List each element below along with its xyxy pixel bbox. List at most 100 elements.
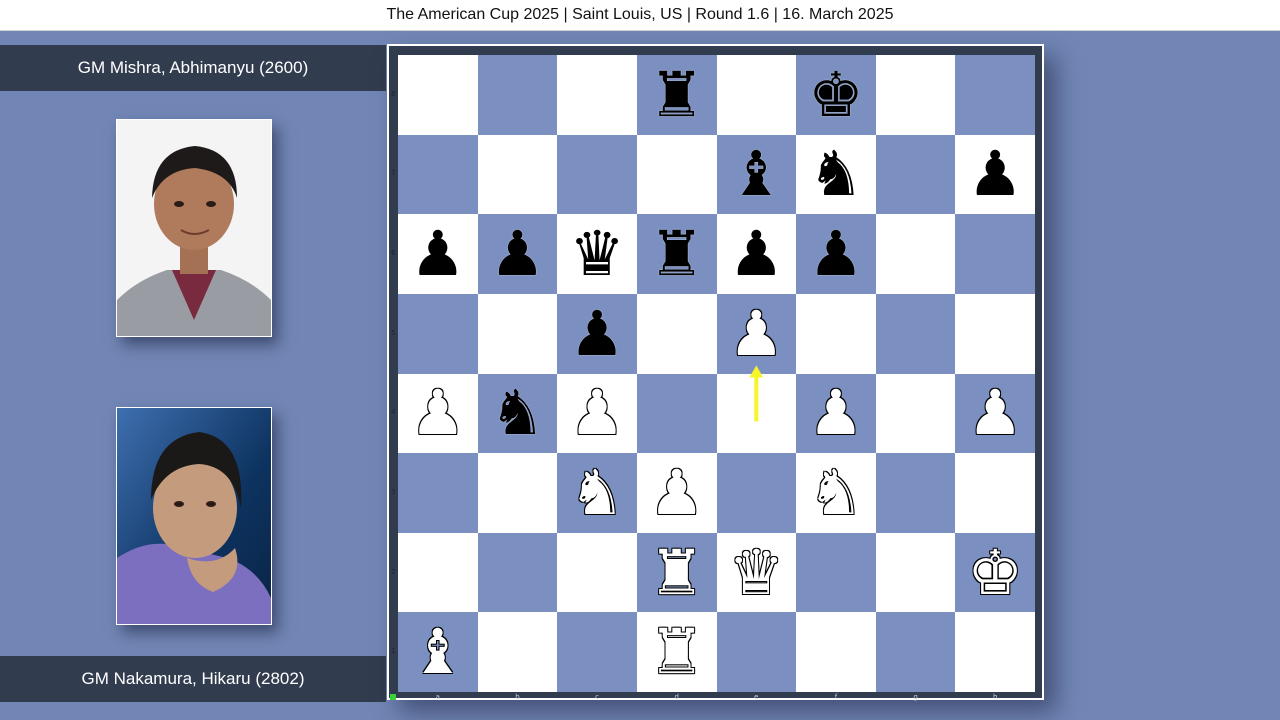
side-to-move-indicator — [390, 694, 396, 700]
square-b8[interactable] — [477, 55, 558, 135]
black-knight-b4[interactable]: ♞ — [489, 376, 546, 450]
square-d1[interactable] — [636, 612, 717, 692]
square-f3[interactable] — [796, 453, 876, 533]
square-g6[interactable] — [875, 214, 956, 294]
square-c3[interactable] — [557, 453, 637, 533]
white-pawn-a4[interactable]: ♟ — [410, 376, 466, 450]
white-pawn-c4[interactable]: ♟ — [569, 376, 625, 450]
file-label-e: e — [754, 693, 759, 701]
square-e5[interactable] — [716, 293, 797, 374]
square-e4[interactable] — [716, 373, 797, 454]
black-pawn-c5[interactable]: ♟ — [569, 296, 625, 370]
rank-label-2: 2 — [391, 567, 396, 576]
black-pawn-f6[interactable]: ♟ — [808, 217, 864, 291]
square-a7[interactable] — [398, 134, 478, 215]
square-e8[interactable] — [716, 55, 797, 135]
white-pawn-f4[interactable]: ♟ — [808, 376, 864, 450]
white-king-h2[interactable]: ♚ — [967, 535, 1023, 609]
square-a5[interactable] — [398, 293, 478, 374]
square-g7[interactable] — [875, 134, 956, 215]
square-h3[interactable] — [955, 453, 1035, 533]
square-f8[interactable] — [796, 55, 876, 135]
square-e2[interactable] — [716, 532, 797, 613]
rank-label-8: 8 — [391, 89, 396, 98]
square-h4[interactable] — [955, 373, 1035, 454]
square-e1[interactable] — [716, 612, 797, 692]
black-pawn-h7[interactable]: ♟ — [967, 137, 1023, 211]
white-pawn-d3[interactable]: ♟ — [648, 455, 705, 529]
black-rook-d6[interactable]: ♜ — [648, 217, 705, 291]
event-title: The American Cup 2025 | Saint Louis, US … — [386, 6, 894, 23]
square-d2[interactable] — [636, 532, 717, 613]
black-knight-f7[interactable]: ♞ — [808, 137, 864, 211]
square-a1[interactable] — [398, 612, 478, 692]
square-b6[interactable] — [477, 214, 558, 294]
square-b2[interactable] — [477, 532, 558, 613]
black-pawn-e6[interactable]: ♟ — [728, 217, 785, 291]
white-bishop-a1[interactable]: ♝ — [410, 615, 466, 689]
file-label-a: a — [435, 693, 440, 701]
square-d6[interactable] — [636, 214, 717, 294]
square-d7[interactable] — [636, 134, 717, 215]
square-h6[interactable] — [955, 214, 1035, 294]
square-f5[interactable] — [796, 293, 876, 374]
square-a6[interactable] — [398, 214, 478, 294]
square-h2[interactable] — [955, 532, 1035, 613]
square-e7[interactable] — [716, 134, 797, 215]
square-c6[interactable] — [557, 214, 637, 294]
square-c7[interactable] — [557, 134, 637, 215]
black-pawn-a6[interactable]: ♟ — [410, 217, 466, 291]
square-b7[interactable] — [477, 134, 558, 215]
square-b3[interactable] — [477, 453, 558, 533]
square-f6[interactable] — [796, 214, 876, 294]
square-e3[interactable] — [716, 453, 797, 533]
white-rook-d2[interactable]: ♜ — [648, 535, 705, 609]
white-rook-d1[interactable]: ♜ — [648, 615, 705, 689]
square-f1[interactable] — [796, 612, 876, 692]
black-rook-d8[interactable]: ♜ — [648, 57, 705, 131]
square-c4[interactable] — [557, 373, 637, 454]
square-g3[interactable] — [875, 453, 956, 533]
square-c8[interactable] — [557, 55, 637, 135]
square-e6[interactable] — [716, 214, 797, 294]
square-a3[interactable] — [398, 453, 478, 533]
square-c5[interactable] — [557, 293, 637, 374]
square-d5[interactable] — [636, 293, 717, 374]
square-b4[interactable] — [477, 373, 558, 454]
white-pawn-e5[interactable]: ♟ — [728, 296, 785, 370]
square-a4[interactable] — [398, 373, 478, 454]
white-queen-e2[interactable]: ♛ — [728, 535, 785, 609]
black-queen-c6[interactable]: ♛ — [569, 217, 625, 291]
square-h7[interactable] — [955, 134, 1035, 215]
white-knight-f3[interactable]: ♞ — [808, 455, 864, 529]
square-h8[interactable] — [955, 55, 1035, 135]
square-f2[interactable] — [796, 532, 876, 613]
square-d3[interactable] — [636, 453, 717, 533]
square-g8[interactable] — [875, 55, 956, 135]
square-h5[interactable] — [955, 293, 1035, 374]
white-pawn-h4[interactable]: ♟ — [967, 376, 1023, 450]
square-g4[interactable] — [875, 373, 956, 454]
square-c2[interactable] — [557, 532, 637, 613]
square-c1[interactable] — [557, 612, 637, 692]
square-b5[interactable] — [477, 293, 558, 374]
square-g1[interactable] — [875, 612, 956, 692]
square-h1[interactable] — [955, 612, 1035, 692]
square-d4[interactable] — [636, 373, 717, 454]
square-b1[interactable] — [477, 612, 558, 692]
top-player-portrait-image — [117, 120, 271, 336]
square-f7[interactable] — [796, 134, 876, 215]
square-g2[interactable] — [875, 532, 956, 613]
black-bishop-e7[interactable]: ♝ — [728, 137, 785, 211]
square-a2[interactable] — [398, 532, 478, 613]
white-knight-c3[interactable]: ♞ — [569, 455, 625, 529]
black-pawn-b6[interactable]: ♟ — [489, 217, 546, 291]
square-g5[interactable] — [875, 293, 956, 374]
square-d8[interactable] — [636, 55, 717, 135]
file-label-d: d — [674, 693, 679, 701]
rank-label-1: 1 — [391, 647, 396, 656]
black-king-f8[interactable]: ♚ — [808, 57, 864, 131]
square-a8[interactable] — [398, 55, 478, 135]
square-f4[interactable] — [796, 373, 876, 454]
